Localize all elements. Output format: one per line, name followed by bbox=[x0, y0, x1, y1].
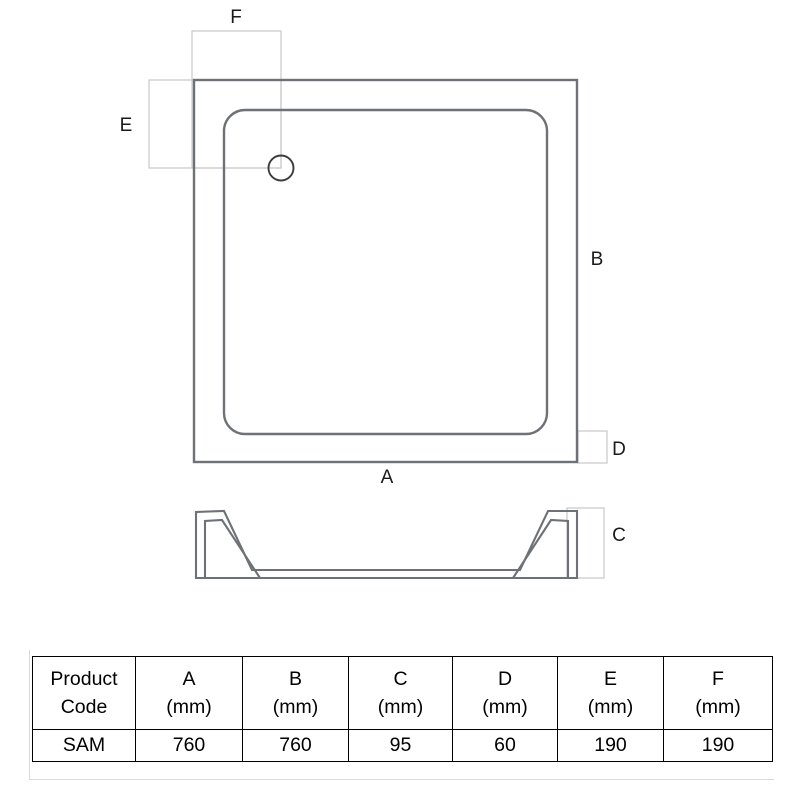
product-specification-table: Product Code A (mm) B (mm) C (mm) bbox=[32, 656, 773, 762]
table-header-d-title: D bbox=[497, 667, 513, 690]
dimension-label-c: C bbox=[612, 525, 626, 546]
dimension-box-f bbox=[191, 30, 282, 169]
dimension-label-a: A bbox=[381, 467, 394, 488]
table-header-b-title: B bbox=[288, 667, 302, 690]
table-header-d: D (mm) bbox=[452, 656, 558, 730]
table-header-b: B (mm) bbox=[242, 656, 349, 730]
table-header-d-unit: (mm) bbox=[482, 696, 528, 718]
table-header-c-unit: (mm) bbox=[377, 696, 424, 718]
cell-b: 760 bbox=[242, 729, 349, 762]
table-header-f-title: F bbox=[712, 667, 724, 690]
section-view-outline bbox=[194, 509, 579, 580]
grid-line-vertical-left bbox=[29, 650, 30, 780]
table-header-e-title: E bbox=[603, 667, 617, 690]
table-header-e-unit: (mm) bbox=[587, 696, 634, 718]
table-header-product-code-unit: Code bbox=[60, 696, 108, 718]
grid-line-horizontal-bottom bbox=[29, 779, 774, 780]
table-header-c: C (mm) bbox=[348, 656, 453, 730]
cell-a: 760 bbox=[135, 729, 243, 762]
dimension-label-d: D bbox=[612, 439, 626, 460]
table-header-a: A (mm) bbox=[135, 656, 243, 730]
table-row: SAM 760 760 95 60 190 190 bbox=[32, 729, 773, 762]
tray-inner-rounded-rectangle bbox=[222, 108, 549, 436]
table-header-a-title: A bbox=[182, 667, 196, 690]
cell-e: 190 bbox=[557, 729, 664, 762]
table-header-f-unit: (mm) bbox=[695, 696, 741, 718]
section-outer-profile bbox=[194, 509, 579, 580]
spec-table-container: Product Code A (mm) B (mm) C (mm) bbox=[32, 656, 773, 762]
table-header-product-code-title: Product bbox=[50, 667, 118, 690]
tray-outer-rectangle bbox=[192, 78, 579, 464]
cell-product-code: SAM bbox=[32, 729, 136, 762]
waste-outlet-icon bbox=[267, 154, 295, 182]
table-header-e: E (mm) bbox=[557, 656, 664, 730]
dimension-label-f: F bbox=[230, 7, 242, 28]
table-header-c-title: C bbox=[393, 667, 408, 690]
table-header-product-code: Product Code bbox=[32, 656, 136, 730]
table-header-row: Product Code A (mm) B (mm) C (mm) bbox=[32, 656, 773, 730]
dimension-box-c bbox=[566, 507, 605, 579]
dimension-label-b: B bbox=[591, 249, 604, 270]
table-header-a-unit: (mm) bbox=[166, 696, 212, 718]
dimension-box-e bbox=[148, 79, 282, 169]
cell-c: 95 bbox=[348, 729, 453, 762]
section-inner-profile-right bbox=[512, 518, 570, 579]
table-header-b-unit: (mm) bbox=[272, 696, 319, 718]
cell-d: 60 bbox=[452, 729, 558, 762]
section-inner-profile bbox=[203, 518, 261, 579]
dimension-label-e: E bbox=[120, 115, 133, 136]
plan-view-outline bbox=[192, 78, 579, 464]
cell-f: 190 bbox=[663, 729, 773, 762]
dimension-box-d bbox=[577, 430, 608, 464]
table-header-f: F (mm) bbox=[663, 656, 773, 730]
